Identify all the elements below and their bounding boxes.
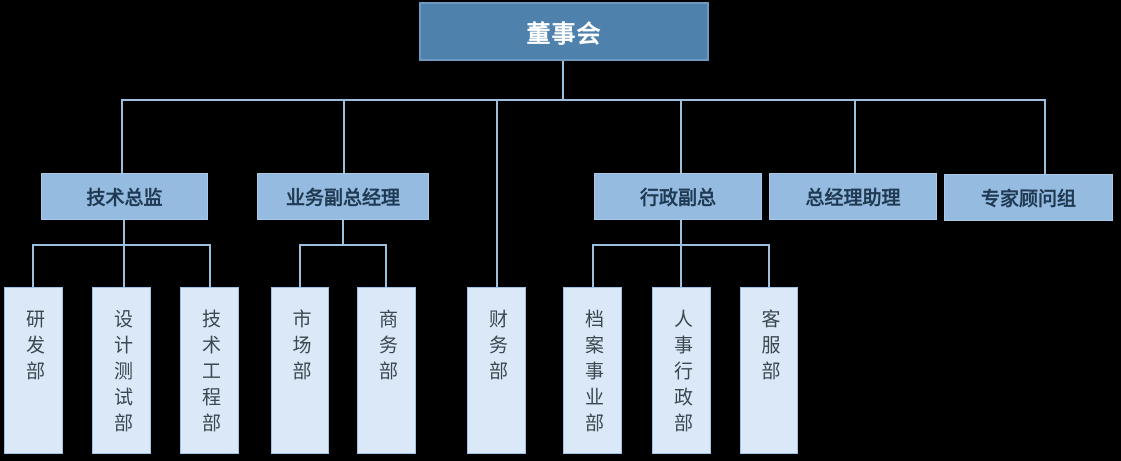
connector-admin-bus — [592, 244, 770, 246]
org-node-design-test-dept: 设计测试部 — [92, 287, 151, 454]
org-node-business-deputy-gm: 业务副总经理 — [257, 173, 429, 220]
org-node-finance-dept: 财务部 — [467, 287, 526, 454]
org-node-design-test-dept-label: 设计测试部 — [111, 309, 132, 439]
org-node-expert-advisors: 专家顾问组 — [944, 174, 1113, 221]
org-node-engineering-dept: 技术工程部 — [180, 287, 239, 454]
org-node-board: 董事会 — [419, 2, 709, 61]
connector-admin-stem — [680, 220, 682, 288]
org-node-tech-director-label: 技术总监 — [86, 188, 163, 209]
connector-tech-bus — [32, 244, 211, 246]
connector-drop-admin-deputy — [680, 99, 682, 174]
org-node-hr-admin-dept: 人事行政部 — [652, 287, 711, 454]
connector-drop-gm-assistant — [854, 99, 856, 174]
connector-drop-expert-advisors — [1044, 99, 1046, 175]
connector-drop-archives-dept — [592, 244, 594, 288]
org-node-customer-service-dept-label: 客服部 — [758, 309, 780, 387]
org-node-finance-dept-label: 财务部 — [486, 309, 507, 387]
org-node-marketing-dept: 市场部 — [271, 287, 329, 454]
connector-drop-marketing-dept — [299, 244, 301, 288]
connector-drop-service-dept — [768, 244, 770, 288]
org-node-expert-advisors-label: 专家顾问组 — [980, 189, 1076, 210]
org-node-hr-admin-dept-label: 人事行政部 — [671, 309, 692, 439]
org-node-gm-assistant-label: 总经理助理 — [805, 188, 901, 209]
org-node-engineering-dept-label: 技术工程部 — [199, 309, 220, 439]
connector-main-bus — [121, 99, 1046, 101]
connector-business-bus — [299, 244, 387, 246]
org-node-commerce-dept: 商务部 — [357, 287, 416, 454]
org-node-archives-dept-label: 档案事业部 — [582, 309, 603, 439]
org-node-rd-dept: 研发部 — [4, 287, 63, 454]
org-node-board-label: 董事会 — [526, 21, 602, 48]
connector-drop-finance-dept — [496, 99, 498, 288]
connector-drop-engineering-dept — [209, 244, 211, 288]
connector-root-stem — [562, 61, 564, 101]
org-node-tech-director: 技术总监 — [41, 173, 208, 220]
org-node-admin-deputy-label: 行政副总 — [639, 188, 716, 209]
connector-drop-business-deputy — [343, 99, 345, 174]
connector-business-stem — [342, 220, 344, 246]
org-node-archives-dept: 档案事业部 — [563, 287, 622, 454]
connector-drop-commerce-dept — [385, 244, 387, 288]
connector-drop-rd-dept — [32, 244, 34, 288]
org-node-admin-deputy: 行政副总 — [594, 173, 762, 220]
org-node-rd-dept-label: 研发部 — [23, 309, 44, 387]
org-node-commerce-dept-label: 商务部 — [376, 309, 397, 387]
org-node-gm-assistant: 总经理助理 — [769, 173, 937, 220]
org-node-marketing-dept-label: 市场部 — [289, 309, 311, 387]
org-node-business-deputy-gm-label: 业务副总经理 — [285, 188, 400, 209]
connector-tech-stem — [123, 220, 125, 288]
org-node-customer-service-dept: 客服部 — [740, 287, 798, 454]
connector-drop-tech-director — [121, 99, 123, 174]
